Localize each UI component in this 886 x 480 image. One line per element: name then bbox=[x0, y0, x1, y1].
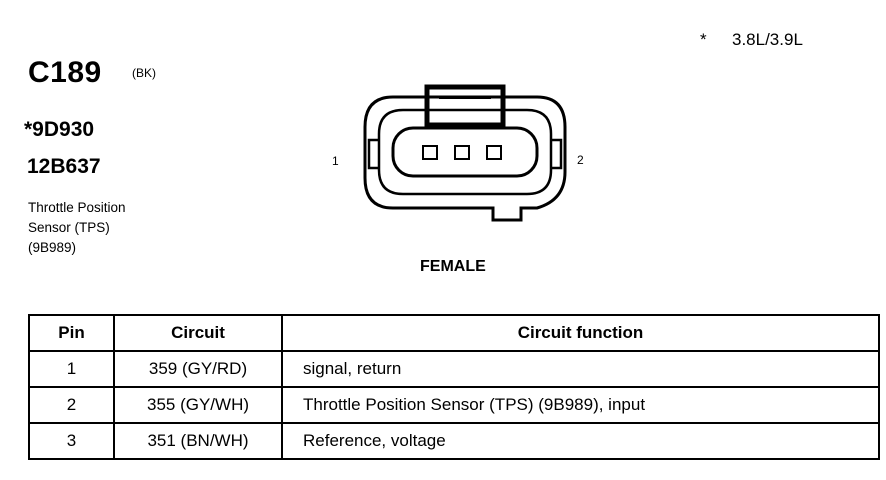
connector-id: C189 bbox=[28, 56, 102, 89]
engine-note-marker: * bbox=[700, 30, 707, 49]
engine-note-text: 3.8L/3.9L bbox=[732, 30, 803, 49]
cell-function: Throttle Position Sensor (TPS) (9B989), … bbox=[281, 386, 880, 424]
part-number-1: *9D930 bbox=[24, 118, 95, 141]
component-description: Throttle Position Sensor (TPS) (9B989) bbox=[28, 198, 126, 258]
component-desc-line-2: Sensor (TPS) bbox=[28, 220, 110, 235]
component-desc-line-3: (9B989) bbox=[28, 240, 77, 255]
terminal-cavity-2 bbox=[454, 145, 470, 160]
side-ear-right bbox=[551, 138, 563, 170]
pin-label-right: 2 bbox=[577, 153, 584, 167]
side-ear-left bbox=[367, 138, 379, 170]
cell-pin: 2 bbox=[28, 386, 115, 424]
pin-circuit-table: Pin Circuit Circuit function 1 359 (GY/R… bbox=[28, 314, 880, 460]
terminal-cavity-body bbox=[391, 126, 539, 178]
engine-note: * 3.8L/3.9L bbox=[700, 30, 803, 50]
cell-circuit: 359 (GY/RD) bbox=[113, 350, 283, 388]
locking-tab bbox=[424, 84, 506, 128]
header-pin: Pin bbox=[28, 314, 115, 352]
terminal-cavity-3 bbox=[486, 145, 502, 160]
cell-function: Reference, voltage bbox=[281, 422, 880, 460]
component-desc-line-1: Throttle Position bbox=[28, 200, 126, 215]
connector-shroud-outline bbox=[377, 108, 553, 196]
header-circuit: Circuit bbox=[113, 314, 283, 352]
cell-circuit: 351 (BN/WH) bbox=[113, 422, 283, 460]
connector-color: (BK) bbox=[132, 66, 156, 80]
connector-housing-outline bbox=[363, 95, 567, 222]
connector-gender-label: FEMALE bbox=[420, 258, 486, 275]
connector-face-diagram bbox=[363, 84, 567, 222]
header-circuit-function: Circuit function bbox=[281, 314, 880, 352]
cell-pin: 3 bbox=[28, 422, 115, 460]
part-number-2: 12B637 bbox=[27, 155, 101, 178]
cell-function: signal, return bbox=[281, 350, 880, 388]
table-row: 1 359 (GY/RD) signal, return bbox=[28, 350, 880, 388]
table-row: 2 355 (GY/WH) Throttle Position Sensor (… bbox=[28, 386, 880, 424]
pin-label-left: 1 bbox=[332, 154, 339, 168]
cell-circuit: 355 (GY/WH) bbox=[113, 386, 283, 424]
table-row: 3 351 (BN/WH) Reference, voltage bbox=[28, 422, 880, 460]
terminal-cavity-1 bbox=[422, 145, 438, 160]
table-header-row: Pin Circuit Circuit function bbox=[28, 314, 880, 352]
cell-pin: 1 bbox=[28, 350, 115, 388]
